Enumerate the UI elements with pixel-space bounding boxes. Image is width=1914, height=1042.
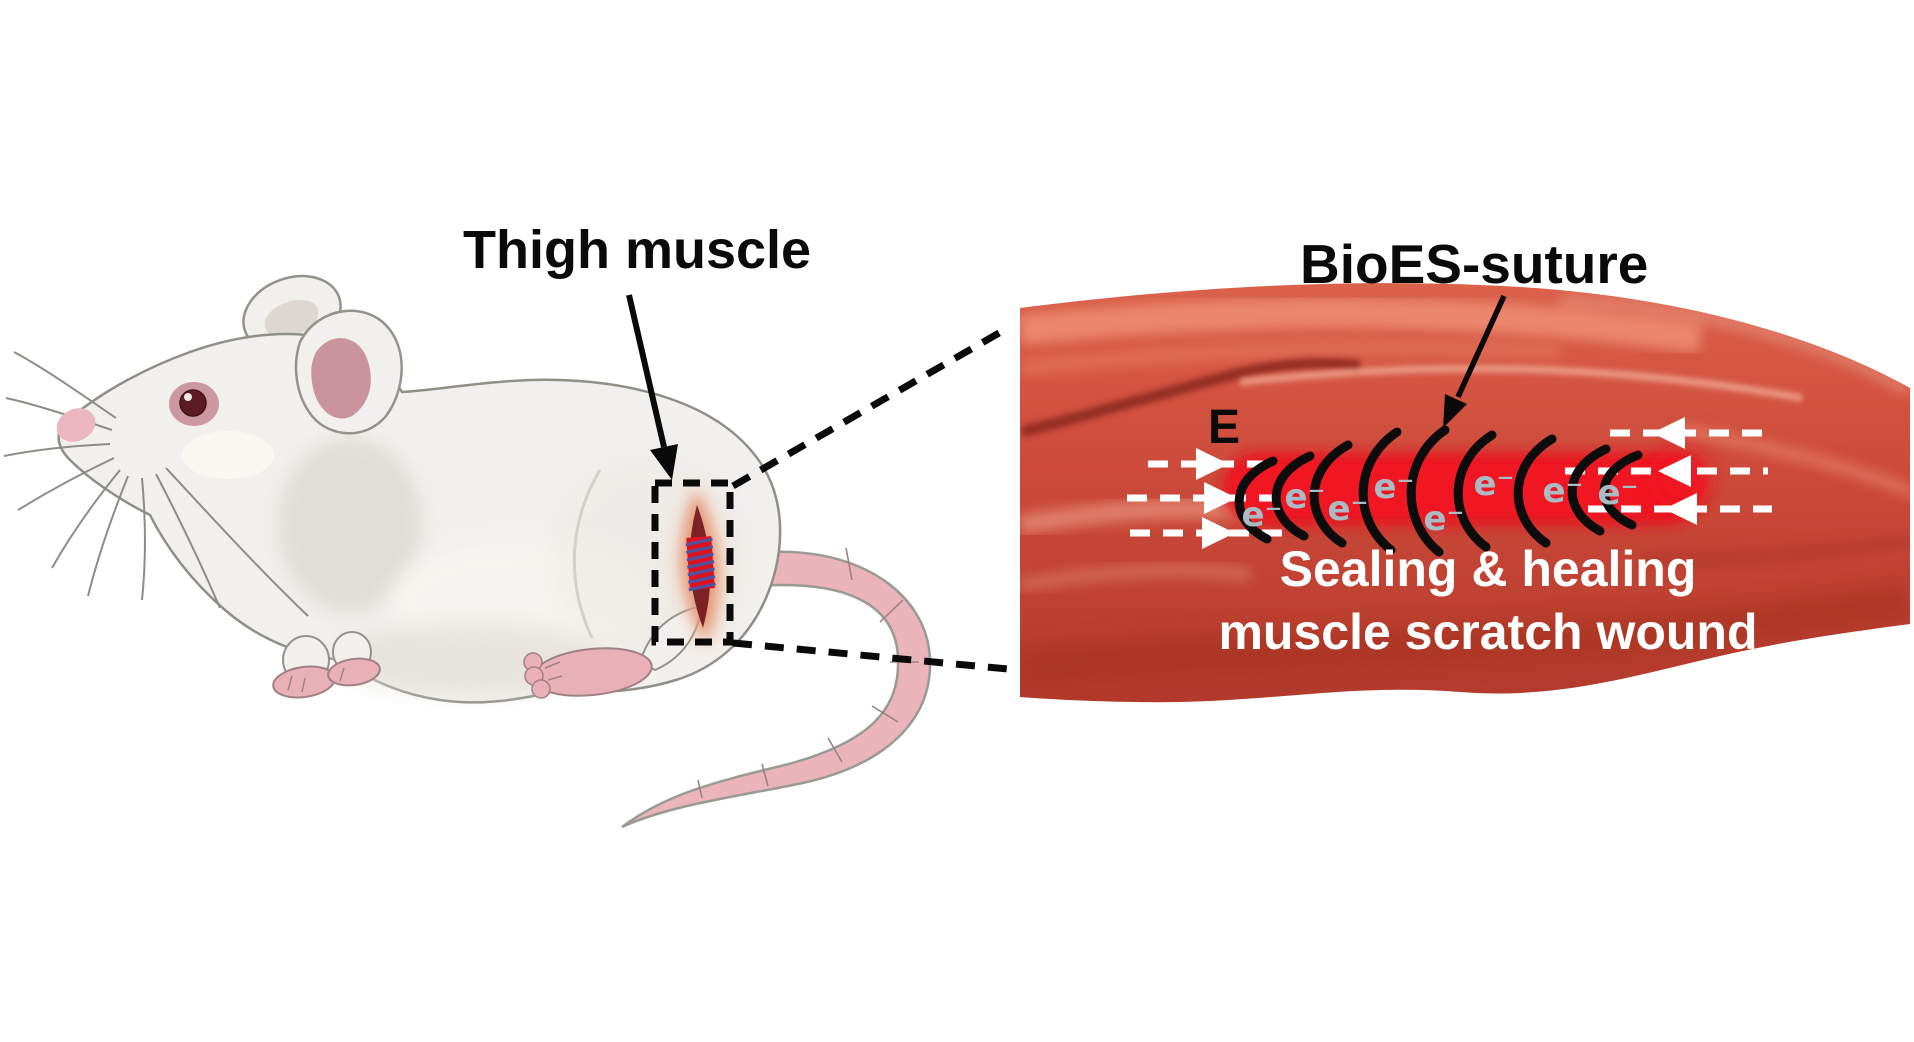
electron-label: e⁻ bbox=[1542, 471, 1583, 511]
efield-arrowheads-right bbox=[1652, 417, 1697, 525]
electron-label: e⁻ bbox=[1423, 499, 1464, 539]
right-arrowhead-icon bbox=[1204, 482, 1237, 514]
electron-label: e⁻ bbox=[1597, 473, 1638, 513]
electron-label: e⁻ bbox=[1473, 464, 1514, 504]
left-arrowhead-icon bbox=[1664, 493, 1697, 525]
mouse-eye bbox=[179, 389, 207, 417]
right-arrowhead-icon bbox=[1196, 448, 1229, 480]
connector-top bbox=[731, 325, 1008, 490]
suture-coil-arcs bbox=[1234, 425, 1643, 557]
caption-line2: muscle scratch wound bbox=[1218, 604, 1757, 660]
left-arrowhead-icon bbox=[1658, 455, 1691, 487]
caption-line1: Sealing & healing bbox=[1280, 541, 1697, 597]
efield-arrowheads-left bbox=[1196, 448, 1237, 549]
zoom-connector-lines bbox=[731, 325, 1009, 673]
thigh-muscle-label: Thigh muscle bbox=[463, 220, 811, 280]
electron-label: e⁻ bbox=[1327, 489, 1368, 529]
left-arrowhead-icon bbox=[1652, 417, 1685, 449]
right-arrowhead-icon bbox=[1202, 517, 1235, 549]
bioes-arrowhead-icon bbox=[1443, 394, 1467, 428]
bioes-suture-label: BioES-suture bbox=[1300, 233, 1648, 295]
bioes-suture-annotation: BioES-suture bbox=[1300, 233, 1648, 428]
thigh-wound bbox=[677, 482, 724, 650]
mouse-illustration bbox=[3, 274, 932, 829]
electron-label: e⁻ bbox=[1241, 495, 1282, 535]
mouse-nose bbox=[56, 408, 96, 442]
mouse-whiskers bbox=[3, 351, 309, 617]
thigh-arrow-line bbox=[626, 294, 667, 448]
connector-bottom bbox=[732, 639, 1009, 673]
efield-label: E bbox=[1208, 401, 1240, 454]
mouse-front-legs bbox=[272, 631, 381, 699]
electron-symbols: e⁻ e⁻ e⁻ e⁻ e⁻ e⁻ e⁻ e⁻ bbox=[1241, 464, 1638, 539]
ear-inner-pink bbox=[311, 338, 371, 419]
mouse-ear-front bbox=[294, 309, 403, 435]
thigh-arrowhead-icon bbox=[650, 444, 678, 480]
thigh-muscle-annotation: Thigh muscle bbox=[463, 220, 811, 480]
roi-dashed-box bbox=[651, 479, 734, 646]
eye-highlight bbox=[184, 393, 192, 401]
mouse-hind-foot bbox=[523, 647, 653, 699]
electron-label: e⁻ bbox=[1373, 467, 1414, 507]
bioes-arrow-line bbox=[1455, 294, 1507, 399]
muscle-photo: e⁻ e⁻ e⁻ e⁻ e⁻ e⁻ e⁻ e⁻ Sealing & healin… bbox=[1020, 283, 1910, 703]
suture-patch bbox=[685, 536, 716, 592]
electron-label: e⁻ bbox=[1284, 477, 1325, 517]
